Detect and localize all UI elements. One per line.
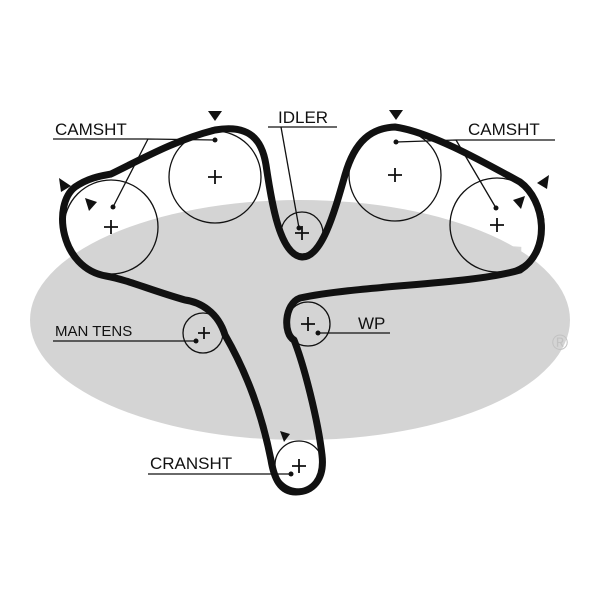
leader-dot: [212, 137, 218, 143]
center-cross-icon: [208, 170, 222, 184]
watermark-ellipse: [30, 200, 570, 440]
label-crankshaft: CRANSHT: [150, 454, 232, 473]
timing-mark-icon: [513, 196, 525, 209]
registered-mark: ®: [552, 330, 568, 355]
timing-mark-icon: [280, 431, 290, 442]
center-cross-icon: [388, 168, 402, 182]
leader-dot: [110, 204, 116, 210]
center-marks: [104, 168, 504, 473]
label-manual-tensioner: MAN TENS: [55, 323, 132, 340]
leader-dot: [288, 471, 294, 477]
camshaft-left-leader: [53, 138, 216, 208]
center-cross-icon: [490, 218, 504, 232]
timing-mark-icon: [208, 111, 222, 121]
idler-leader: [268, 126, 337, 229]
timing-mark-icon: [389, 110, 403, 120]
center-cross-icon: [104, 220, 118, 234]
leader-dot: [296, 225, 302, 231]
leader-dot: [393, 139, 399, 145]
timing-mark-icon: [59, 178, 71, 192]
label-camshaft-left: CAMSHT: [55, 120, 127, 139]
leader-dot: [493, 205, 499, 211]
center-cross-icon: [292, 459, 306, 473]
timing-mark-icon: [85, 198, 97, 211]
leader-dot: [193, 338, 199, 344]
timing-belt: [59, 123, 545, 496]
camshaft-right-leader: [395, 139, 555, 209]
label-camshaft-right: CAMSHT: [468, 120, 540, 139]
leader-dots: [110, 137, 499, 477]
center-cross-icon: [198, 327, 210, 339]
gates-watermark-logo: Gates ®: [30, 183, 570, 440]
timing-marks: [59, 110, 549, 442]
leader-dot: [315, 330, 321, 336]
leader-lines: [53, 126, 555, 475]
label-idler: IDLER: [278, 108, 328, 127]
center-cross-icon: [295, 226, 309, 240]
timing-mark-icon: [537, 175, 549, 189]
label-water-pump: WP: [358, 314, 385, 333]
center-cross-icon: [301, 317, 315, 331]
